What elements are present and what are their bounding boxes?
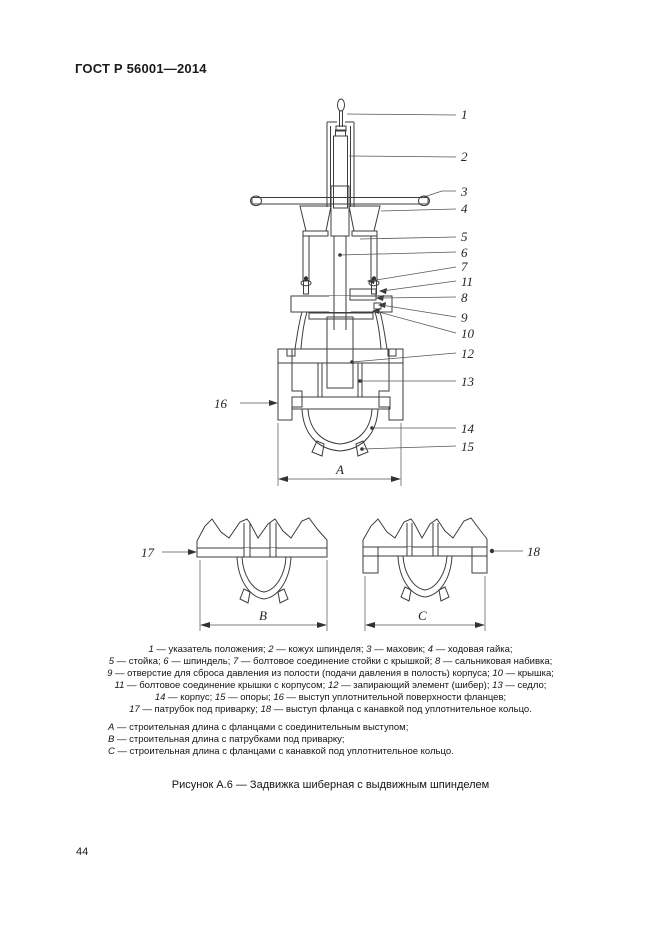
main-valve-figure: A 1 2 — [214, 98, 475, 486]
stand-cover-bolts — [300, 276, 380, 295]
right-pipe-flange — [378, 348, 404, 421]
dim-label-a: A — [335, 462, 344, 477]
dim-definition-line: А — строительная длина с фланцами с соед… — [108, 722, 409, 733]
gate-shutter — [326, 316, 354, 389]
body-dome — [301, 408, 379, 452]
left-pipe-flange — [277, 348, 303, 421]
dim-definitions: А — строительная длина с фланцами с соед… — [108, 722, 588, 758]
callout-16: 16 — [214, 396, 278, 411]
dimension-c: C — [364, 576, 486, 631]
legend-line: 14 — корпус; 15 — опоры; 16 — выступ упл… — [154, 692, 507, 703]
legend-line: 5 — стойка; 6 — шпиндель; 7 — болтовое с… — [108, 656, 553, 667]
handwheel — [250, 195, 430, 207]
callout-13: 13 — [461, 374, 475, 389]
dim-definition-line: С — строительная длина с фланцами с кана… — [108, 746, 454, 757]
legend-line: 1 — указатель положения; 2 — кожух шпинд… — [148, 644, 513, 655]
dim-label-b: B — [259, 608, 267, 623]
dim-label-c: C — [418, 608, 427, 623]
document-header: ГОСТ Р 56001—2014 — [75, 61, 207, 76]
callout-9: 9 — [461, 310, 468, 325]
legend-line: 17 — патрубок под приварку; 18 — выступ … — [129, 704, 532, 715]
body-wall-c — [362, 546, 488, 574]
body-wall-b — [196, 547, 328, 558]
callout-17: 17 — [141, 545, 197, 560]
body-dome-c — [397, 555, 453, 602]
legend-line: 9 — отверстие для сброса давления из пол… — [107, 668, 554, 679]
callout-12: 12 — [461, 346, 475, 361]
figure-a6-drawing: A 1 2 — [141, 98, 541, 631]
body-bottom-wall — [291, 396, 391, 410]
spindle-top-rod — [333, 129, 348, 209]
callout-4: 4 — [461, 201, 468, 216]
supports-feet — [311, 440, 369, 457]
callout-5: 5 — [461, 229, 468, 244]
position-indicator — [335, 98, 347, 132]
callout-16-label: 16 — [214, 396, 228, 411]
dim-definition-line: В — строительная длина с патрубками под … — [108, 734, 345, 745]
callout-8: 8 — [461, 290, 468, 305]
callout-17-label: 17 — [141, 545, 155, 560]
figure-caption: Рисунок А.6 — Задвижка шиберная с выдвиж… — [171, 779, 490, 791]
callout-6: 6 — [461, 245, 468, 260]
dimension-a: A — [277, 423, 402, 486]
bonnet-cover — [290, 295, 393, 313]
dimension-b: B — [199, 560, 328, 631]
stuffing-box-packing — [349, 288, 377, 301]
weld-stubs — [243, 523, 277, 557]
callout-18: 18 — [489, 544, 541, 559]
legend-line: 11 — болтовое соединение крышки с корпус… — [114, 680, 547, 691]
callout-10: 10 — [461, 326, 475, 341]
yoke-stand — [302, 236, 378, 281]
callout-7: 7 — [461, 259, 468, 274]
callout-2: 2 — [461, 149, 468, 164]
weld-stubs-c — [406, 523, 439, 556]
bonnet-bell — [294, 311, 388, 350]
figure-b: B 17 — [141, 517, 328, 631]
body-dome-b — [236, 556, 292, 604]
callout-18-label: 18 — [527, 544, 541, 559]
callout-14: 14 — [461, 421, 475, 436]
yoke-nut — [299, 185, 381, 237]
callout-3: 3 — [460, 184, 468, 199]
callout-1: 1 — [461, 107, 468, 122]
figure-c: C 18 — [362, 517, 541, 631]
callout-15: 15 — [461, 439, 475, 454]
page-number: 44 — [76, 846, 89, 858]
callout-11: 11 — [461, 274, 473, 289]
callout-leader-lines — [338, 113, 457, 451]
legend-lines: 1 — указатель положения; 2 — кожух шпинд… — [0, 644, 661, 716]
callout-labels: 1 2 3 4 5 6 7 11 8 9 10 12 13 14 15 — [460, 107, 475, 454]
spindle — [333, 236, 347, 330]
seats — [317, 363, 363, 397]
body-top-flange — [277, 348, 404, 364]
